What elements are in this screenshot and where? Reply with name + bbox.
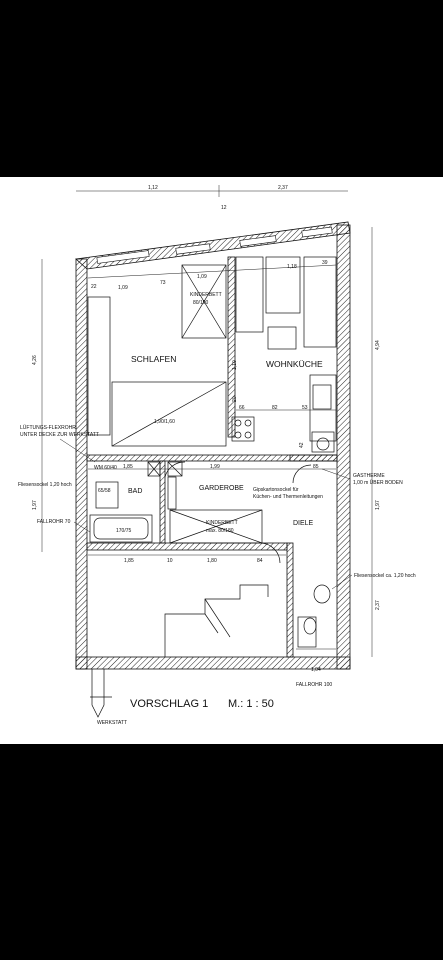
tub-size: 170/75 <box>116 528 132 534</box>
furniture <box>87 256 337 718</box>
dim-misc-2: 20 <box>232 396 238 402</box>
dim-right-mid: 1,97 <box>375 500 381 510</box>
dim-wc: 1,04 <box>311 667 321 673</box>
furniture-labels: KINDERBETT 80/190 1,90/1,60 KINDERBETT m… <box>94 292 238 534</box>
dim-bottom-3: 84 <box>257 558 263 564</box>
dim-kitchen-2: 53 <box>302 405 308 411</box>
annotation-notes: LÜFTUNGS-FLEXROHR UNTER DECKE ZUR WERKST… <box>18 424 416 688</box>
dim-row1-3: 1,09 <box>197 274 207 280</box>
room-labels: SCHLAFEN WOHNKÜCHE BAD GARDEROBE DIELE W… <box>97 354 323 726</box>
dim-row1-4: 1,18 <box>287 264 297 270</box>
dim-left-mid: 1,97 <box>32 500 38 510</box>
kinderbett-top-size: 80/190 <box>193 300 209 306</box>
wm-label: WM 60/40 <box>94 465 117 471</box>
dim-row1-1: 1,09 <box>118 285 128 291</box>
dimension-lines <box>41 185 373 657</box>
bed-size: 1,90/1,60 <box>154 419 175 425</box>
dim-right-low: 2,37 <box>375 600 381 610</box>
floor-plan: SCHLAFEN WOHNKÜCHE BAD GARDEROBE DIELE W… <box>0 177 443 744</box>
note-gips-2: Küchen- und Thermenleitungen <box>253 494 323 500</box>
dim-bottom-1: 10 <box>167 558 173 564</box>
interior-walls <box>86 256 338 658</box>
note-fliesensockel-left: Fliesensockel 1,20 hoch <box>18 482 72 488</box>
shower-size: 65/58 <box>98 488 111 494</box>
kinderbett-bottom-label: KINDERBETT <box>206 520 238 526</box>
dim-kitchen-0: 66 <box>239 405 245 411</box>
dim-bottom-2: 1,80 <box>207 558 217 564</box>
dim-misc-1: 1,10 <box>232 360 238 370</box>
note-gastherme-1: GASTHERME <box>353 473 385 479</box>
dim-misc-12: 12 <box>221 205 227 211</box>
dim-kitchen-1: 82 <box>272 405 278 411</box>
dim-right-height: 4,94 <box>375 340 381 350</box>
dim-row1-2: 73 <box>160 280 166 286</box>
dimension-labels: 1,12 2,37 12 22 1,09 73 1,09 1,18 39 4,2… <box>32 185 381 673</box>
note-fliesensockel-right: Fliesensockel ca. 1,20 hoch <box>354 573 416 579</box>
room-wohnkueche: WOHNKÜCHE <box>266 359 323 369</box>
dim-gard-0: 1,85 <box>123 464 133 470</box>
kinderbett-bottom-size: max. 80/180 <box>206 528 234 534</box>
floor-plan-drawing: SCHLAFEN WOHNKÜCHE BAD GARDEROBE DIELE W… <box>18 185 416 726</box>
dim-gard-2: 85 <box>313 464 319 470</box>
note-fallrohr-left: FALLROHR 70 <box>37 519 71 525</box>
dim-top-right: 2,37 <box>278 185 288 191</box>
note-fallrohr-right: FALLROHR 100 <box>296 682 332 688</box>
room-bad: BAD <box>128 488 142 495</box>
caption-title: VORSCHLAG 1 <box>130 698 208 710</box>
dim-left-height: 4,26 <box>32 355 38 365</box>
caption-scale: M.: 1 : 50 <box>228 698 274 710</box>
outer-walls <box>75 221 351 670</box>
room-schlafen: SCHLAFEN <box>131 354 176 364</box>
kinderbett-top-label: KINDERBETT <box>190 292 222 298</box>
dim-gard-1: 1,99 <box>210 464 220 470</box>
note-lueftung-2: UNTER DECKE ZUR WERKSTATT <box>20 432 99 438</box>
note-gips-1: Gipskartonsockel für <box>253 487 299 493</box>
room-garderobe: GARDEROBE <box>199 485 244 492</box>
note-lueftung-1: LÜFTUNGS-FLEXROHR <box>20 424 76 431</box>
dim-top-left: 1,12 <box>148 185 158 191</box>
dim-row1-0: 22 <box>91 284 97 290</box>
dim-misc-42: 42 <box>299 442 305 448</box>
dim-row1-5: 39 <box>322 260 328 266</box>
caption: VORSCHLAG 1 M.: 1 : 50 <box>130 698 274 710</box>
note-gastherme-2: 1,00 m ÜBER BODEN <box>353 479 403 486</box>
room-werkstatt: WERKSTATT <box>97 720 127 726</box>
room-diele: DIELE <box>293 520 314 527</box>
dim-bottom-0: 1,85 <box>124 558 134 564</box>
